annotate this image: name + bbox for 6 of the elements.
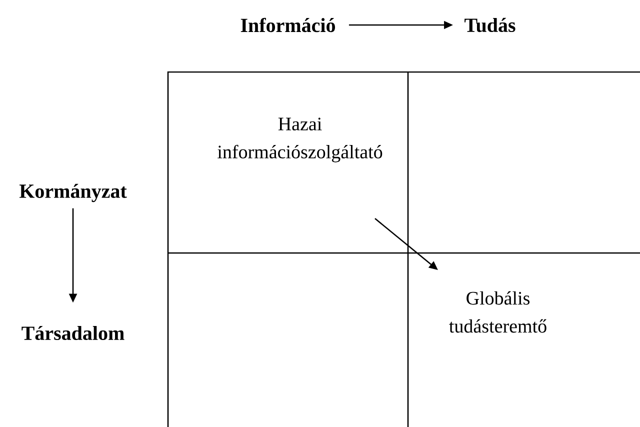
quadrant-label: Hazai információszolgáltató (218, 118, 382, 162)
axis-label: Kormányzat (19, 184, 127, 202)
axis-label: Társadalom (22, 326, 124, 340)
axis-label: Tudás (464, 18, 516, 32)
axis-label: Információ (240, 18, 335, 32)
quadrant-label: Globális tudásteremtő (449, 291, 546, 333)
